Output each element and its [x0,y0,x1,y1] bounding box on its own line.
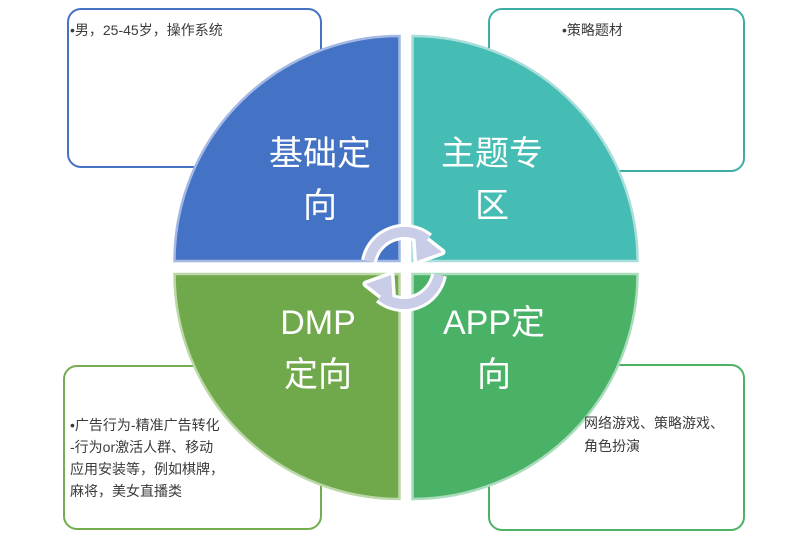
callout-note-dmp-targeting: •广告行为-精准广告转化 -行为or激活人群、移动 应用安装等，例如棋牌， 麻将… [70,417,224,499]
callout-note-app-targeting: 网络游戏、策略游戏、 角色扮演 [584,415,724,454]
quadrant-app-targeting [411,272,639,501]
quadrant-theme-zone [411,34,639,263]
quadrant-label-basic-targeting: 基础定 向 [269,135,371,225]
callout-note-basic-targeting: •男，25-45岁，操作系统 [70,22,223,38]
quadrant-label-theme-zone: 主题专 区 [441,135,543,225]
quadrant-label-app-targeting: APP定 向 [442,304,546,394]
quadrant-label-dmp-targeting: DMP 定向 [280,304,356,394]
cycle-arrows-icon [361,223,447,313]
quadrant-dmp-targeting [173,272,401,501]
quadrant-basic-targeting [173,34,401,263]
callout-note-theme-zone: •策略题材 [562,22,623,38]
